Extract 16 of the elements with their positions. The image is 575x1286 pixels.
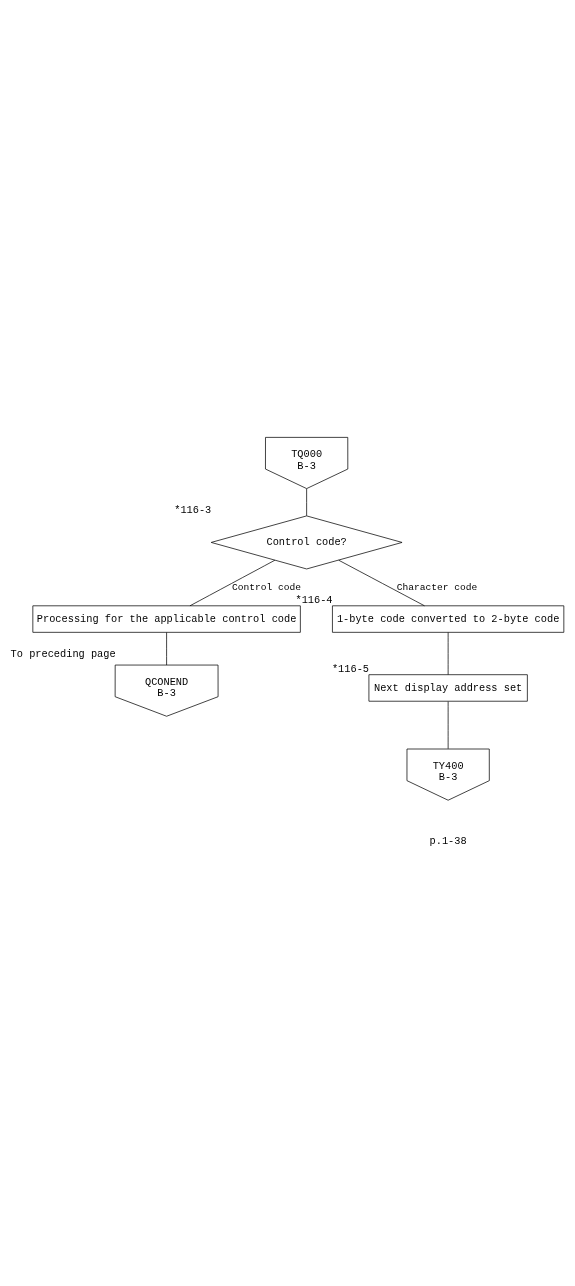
node-diamond: Control code? (210, 515, 403, 570)
connector (189, 559, 276, 607)
label: p.1-38 (429, 834, 467, 847)
node-box: 1-byte code converted to 2-byte code (332, 605, 565, 633)
node-label: *116-3 (174, 504, 212, 517)
node-label: *116-5 (331, 662, 370, 675)
edge-label: Character code (396, 581, 478, 593)
connector (447, 632, 449, 675)
node-box: Next display address set (368, 674, 528, 702)
node-label: *116-4 (295, 594, 333, 607)
connector (338, 559, 425, 607)
connector (166, 632, 167, 666)
edge-label: Control code (231, 581, 301, 593)
node-label: To preceding page (10, 647, 116, 660)
node-box: Processing for the applicable control code (32, 605, 301, 633)
connector (306, 488, 307, 517)
